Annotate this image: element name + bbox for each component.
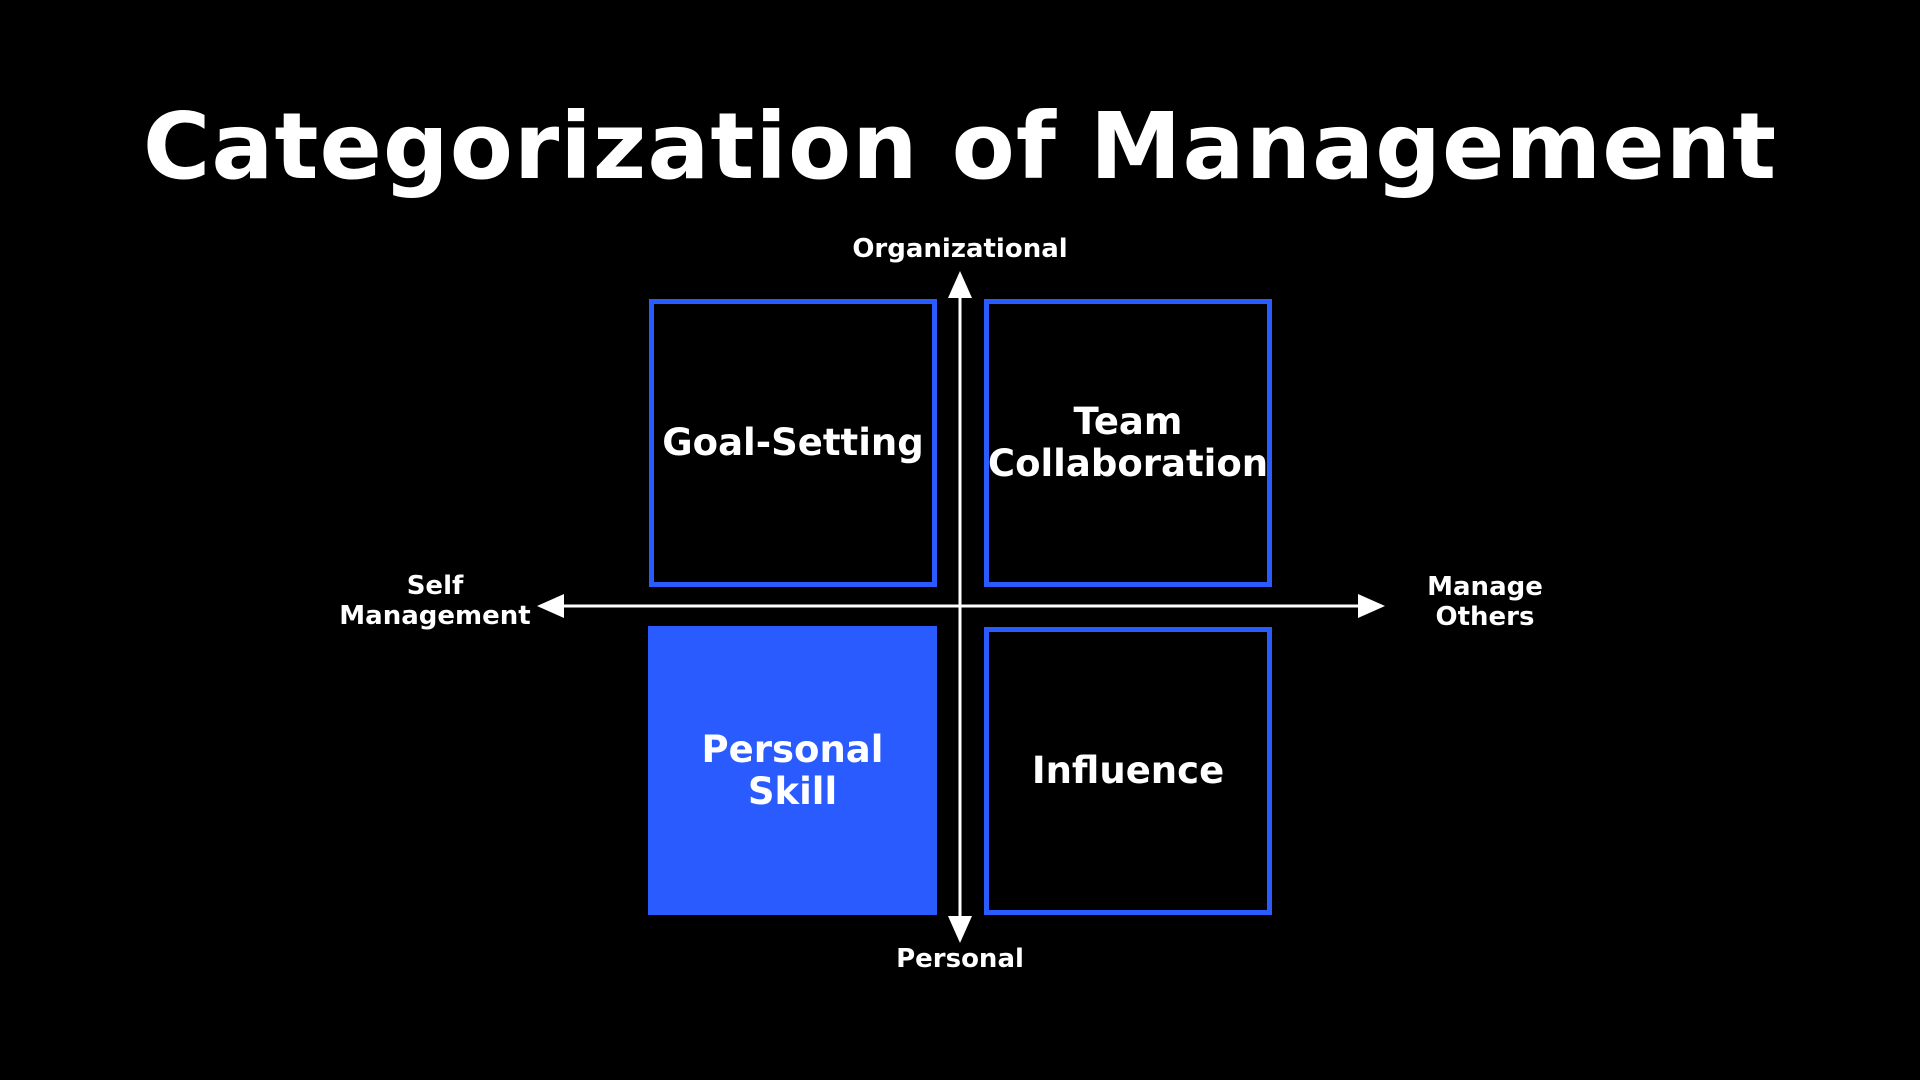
axis-label-self-management-line-2: Management (339, 601, 531, 631)
quadrant-goal-setting-label: Goal-Setting (662, 421, 924, 464)
axis-label-self-management-line-1: Self (406, 571, 464, 601)
axis-label-personal: Personal (896, 944, 1024, 974)
axis-label-self-management: Self Management (330, 571, 540, 631)
quadrant-goal-setting: Goal-Setting (649, 299, 937, 587)
axis-label-manage-others-line-2: Others (1435, 602, 1535, 632)
page-title: Categorization of Management (142, 93, 1778, 200)
quadrant-personal-skill-label: Personal Skill (701, 727, 884, 813)
quadrant-team-collaboration-label-line-1: Team (1073, 400, 1183, 443)
quadrant-influence: Influence (984, 627, 1272, 915)
quadrant-personal-skill: Personal Skill (648, 626, 937, 915)
quadrant-team-collaboration-label-line-2: Collaboration (987, 442, 1269, 485)
axis-label-manage-others: Manage Others (1400, 572, 1570, 632)
axis-label-organizational: Organizational (852, 234, 1068, 264)
quadrant-team-collaboration: Team Collaboration (984, 299, 1272, 587)
quadrant-influence-label: Influence (1031, 749, 1225, 792)
axis-label-manage-others-line-1: Manage (1427, 572, 1543, 602)
quadrant-team-collaboration-label: Team Collaboration (980, 401, 1276, 485)
